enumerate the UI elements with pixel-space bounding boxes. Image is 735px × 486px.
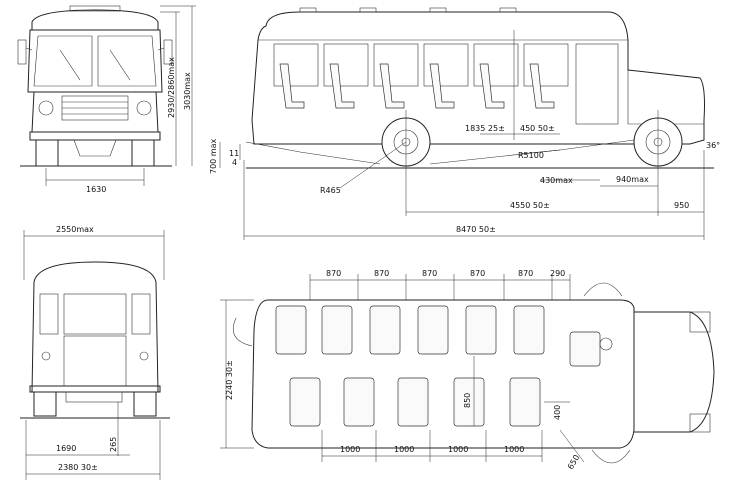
plan-pitch-top-5: 870 (518, 269, 533, 278)
front-height-range: 2930/2860max (167, 57, 176, 118)
side-sill: 4 (232, 158, 237, 167)
plan-gap: 400 (553, 405, 562, 420)
plan-pitch-top-1: 870 (326, 269, 341, 278)
rear-step: 265 (109, 437, 118, 452)
plan-pitch-bottom-1: 1000 (340, 445, 360, 454)
rear-width-body: 2380 30± (58, 463, 98, 472)
side-angle: 36° (706, 141, 720, 150)
side-seat-pitch-b: 450 50± (520, 124, 555, 133)
side-front-overhang: 940max (616, 175, 649, 184)
plan-view: 870 870 870 870 870 290 1000 1000 1000 1… (220, 269, 715, 471)
side-total-length: 8470 50± (456, 225, 496, 234)
plan-pitch-bottom-3: 1000 (448, 445, 468, 454)
plan-pitch-top-4: 870 (470, 269, 485, 278)
plan-pitch-bottom-4: 1000 (504, 445, 524, 454)
front-view: 2930/2860max 3030max 1630 (17, 5, 196, 194)
side-view: 700 max 11 4 1835 25± 450 50± R5100 R465… (209, 7, 720, 240)
side-radius-front: R5100 (518, 151, 544, 160)
side-radius-rear: R465 (320, 186, 341, 195)
rear-width-max: 2550max (56, 225, 94, 234)
side-ground-clearance: 700 max (209, 138, 218, 174)
side-overhang-low: 430max (540, 176, 573, 185)
rear-track: 1690 (56, 444, 76, 453)
front-height-total: 3030max (183, 72, 192, 110)
plan-pitch-top-2: 870 (374, 269, 389, 278)
front-track: 1630 (86, 185, 106, 194)
rear-view: 2550max 1690 265 2380 30± (20, 225, 170, 480)
plan-width: 2240 30± (225, 360, 234, 400)
plan-pitch-top-6: 290 (550, 269, 565, 278)
plan-aisle: 850 (463, 393, 472, 408)
side-wheelbase: 4550 50± (510, 201, 550, 210)
plan-pitch-top-3: 870 (422, 269, 437, 278)
plan-door: 650 (566, 453, 581, 471)
side-front-length: 950 (674, 201, 689, 210)
side-bumper: 11 (229, 149, 239, 158)
plan-pitch-bottom-2: 1000 (394, 445, 414, 454)
side-seat-pitch-a: 1835 25± (465, 124, 505, 133)
